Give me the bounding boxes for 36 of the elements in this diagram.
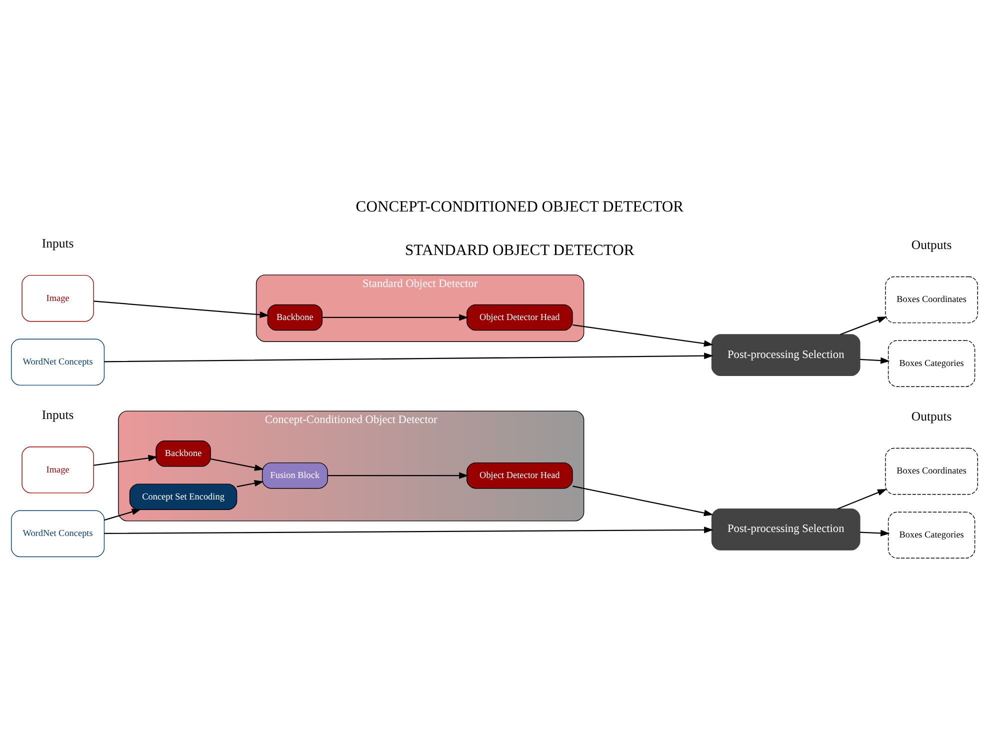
node-box: Boxes Coordinates [885, 448, 978, 495]
label: Outputs [911, 410, 952, 424]
arrow [210, 458, 264, 471]
label: CONCEPT-CONDITIONED OBJECT DETECTOR [356, 198, 684, 216]
arrow [328, 472, 468, 479]
node-box: Boxes Categories [888, 512, 976, 559]
label: Inputs [42, 236, 74, 251]
arrow [104, 352, 714, 362]
arrow [104, 508, 142, 521]
arrow [837, 489, 887, 510]
label: STANDARD OBJECT DETECTOR [405, 242, 634, 259]
node-box: WordNet Concepts [11, 338, 105, 386]
node-box: WordNet Concepts [11, 510, 105, 558]
arrow [860, 357, 890, 364]
arrow [94, 454, 158, 466]
node-box: Boxes Coordinates [885, 276, 978, 324]
arrow [572, 324, 714, 347]
node-box: Fusion Block [262, 462, 328, 489]
label: Outputs [911, 238, 952, 252]
node-box: Object Detector Head [466, 304, 573, 331]
node-box: Post-processing Selection [711, 508, 860, 550]
arrow [94, 300, 270, 318]
arrow [860, 530, 890, 536]
node-box: Backbone [267, 304, 323, 331]
node-box: Concept Set Encoding [129, 484, 238, 510]
arrow [840, 316, 887, 335]
node-box: Post-processing Selection [711, 334, 860, 376]
arrow [236, 480, 264, 488]
node-box: Object Detector Head [466, 462, 573, 489]
arrow [322, 314, 468, 321]
node-box: Backbone [156, 440, 211, 467]
node-box: Image [22, 274, 94, 322]
node-box: Boxes Categories [888, 340, 976, 387]
arrow [104, 526, 714, 534]
label: Inputs [42, 408, 74, 422]
node-box: Image [22, 446, 94, 494]
